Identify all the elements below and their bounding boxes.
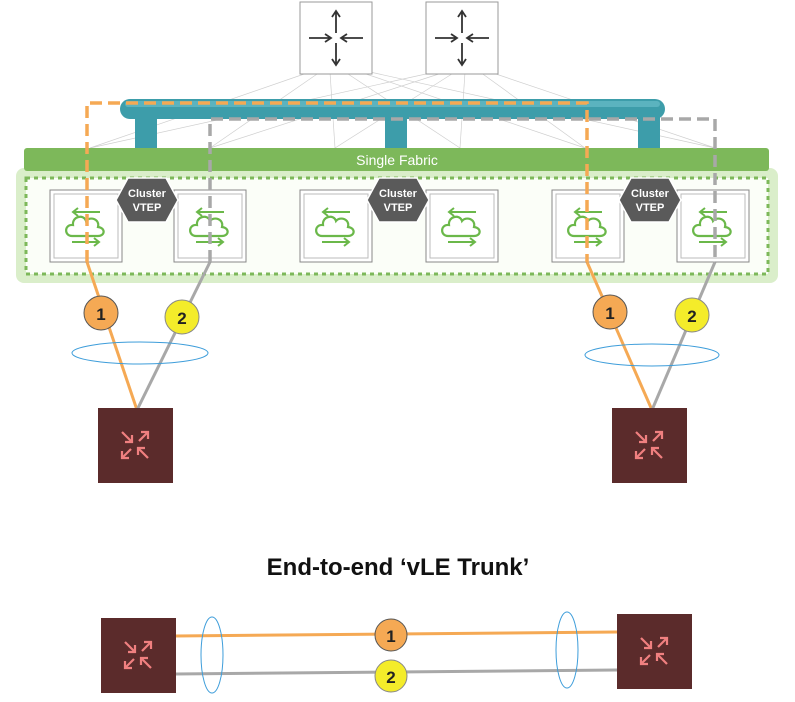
- vle-trunk-diagram: 1 2: [101, 611, 692, 694]
- port-channel-ellipse: [555, 611, 579, 689]
- svg-text:VTEP: VTEP: [384, 202, 413, 214]
- bottom-title: End-to-end ‘vLE Trunk’: [267, 554, 530, 581]
- cluster-vtep-hex: Cluster VTEP: [618, 177, 682, 223]
- spine-switch: [299, 1, 373, 75]
- svg-text:Cluster: Cluster: [379, 188, 418, 200]
- access-links-left: [71, 261, 212, 411]
- svg-text:Cluster: Cluster: [631, 188, 670, 200]
- link-badge-1: 1: [83, 295, 119, 331]
- svg-text:Cluster: Cluster: [128, 188, 167, 200]
- port-channel-ellipse: [584, 343, 720, 367]
- vle-path-orange: [85, 101, 589, 262]
- link-badge-2: 2: [674, 297, 710, 333]
- access-links-right: [584, 261, 720, 411]
- single-fabric-bar: Single Fabric: [24, 148, 769, 171]
- svg-text:1: 1: [386, 627, 395, 646]
- svg-text:2: 2: [386, 668, 395, 687]
- svg-text:1: 1: [605, 304, 614, 323]
- router: [617, 614, 692, 689]
- spine-switch: [425, 1, 499, 75]
- svg-text:2: 2: [687, 307, 696, 326]
- port-channel-ellipse: [200, 616, 224, 694]
- svg-text:1: 1: [96, 305, 105, 324]
- leaf-switch: [676, 189, 750, 263]
- fabric-label: Single Fabric: [356, 152, 438, 168]
- trunk-badge-1: 1: [374, 618, 408, 652]
- svg-text:VTEP: VTEP: [636, 202, 665, 214]
- trunk-badge-2: 2: [374, 659, 408, 693]
- svg-text:2: 2: [177, 309, 186, 328]
- port-channel-ellipse: [71, 341, 209, 365]
- leaf-switch: [299, 189, 373, 263]
- router: [612, 408, 687, 483]
- router: [98, 408, 173, 483]
- cluster-vtep-hex: Cluster VTEP: [115, 177, 179, 223]
- cluster-vtep-hex: Cluster VTEP: [366, 177, 430, 223]
- link-badge-2: 2: [164, 299, 200, 335]
- router: [101, 618, 176, 693]
- leaf-switch: [425, 189, 499, 263]
- link-badge-1: 1: [592, 294, 628, 330]
- spine-interconnect: [120, 99, 665, 152]
- svg-text:VTEP: VTEP: [133, 202, 162, 214]
